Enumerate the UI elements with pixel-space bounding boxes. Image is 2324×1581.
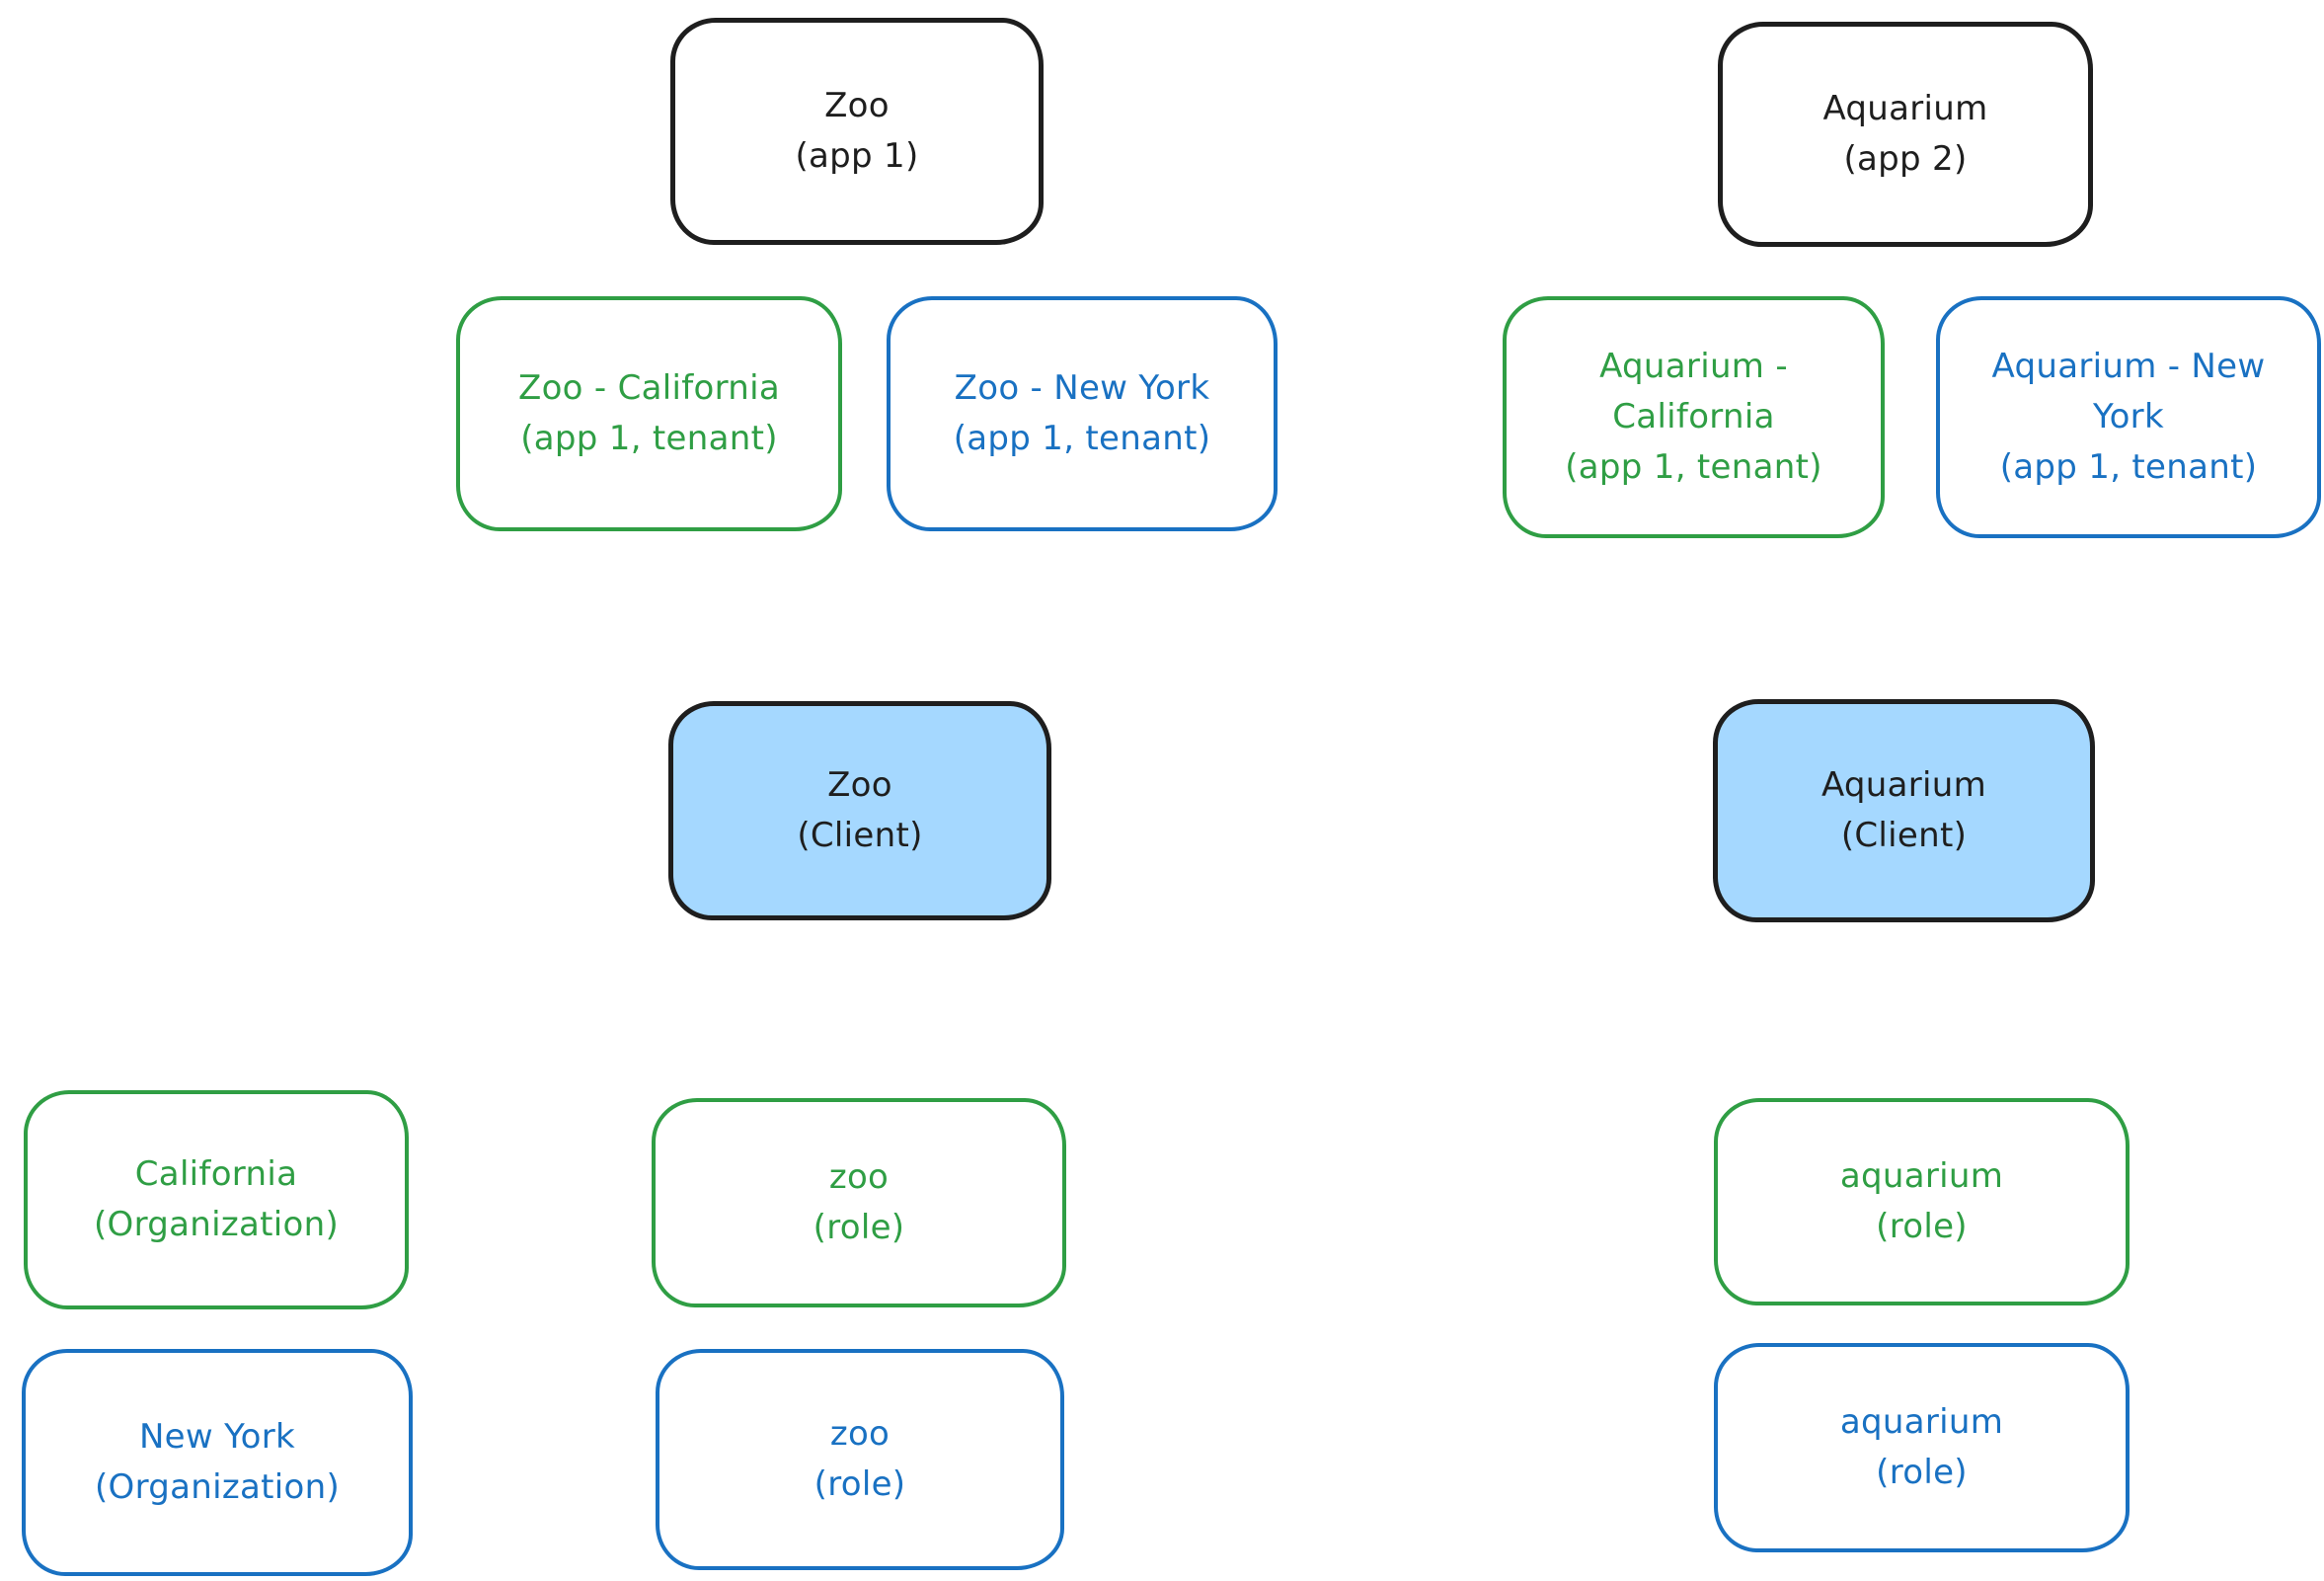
node-zoo-role-green: zoo (role) [652,1098,1066,1307]
node-aquarium-role-blue: aquarium (role) [1714,1343,2130,1552]
node-zoo-app1: Zoo (app 1) [670,18,1044,245]
node-zoo-client: Zoo (Client) [668,701,1051,920]
node-zoo-newyork-tenant: Zoo - New York (app 1, tenant) [887,296,1278,531]
node-aquarium-client: Aquarium (Client) [1713,699,2095,922]
node-aquarium-role-green: aquarium (role) [1714,1098,2130,1305]
node-zoo-california-tenant: Zoo - California (app 1, tenant) [456,296,842,531]
node-zoo-role-blue: zoo (role) [656,1349,1064,1570]
node-newyork-organization: New York (Organization) [22,1349,413,1576]
node-california-organization: California (Organization) [24,1090,409,1309]
node-aquarium-california-tenant: Aquarium - California (app 1, tenant) [1503,296,1885,538]
node-aquarium-app2: Aquarium (app 2) [1718,22,2093,247]
node-aquarium-newyork-tenant: Aquarium - New York (app 1, tenant) [1936,296,2321,538]
